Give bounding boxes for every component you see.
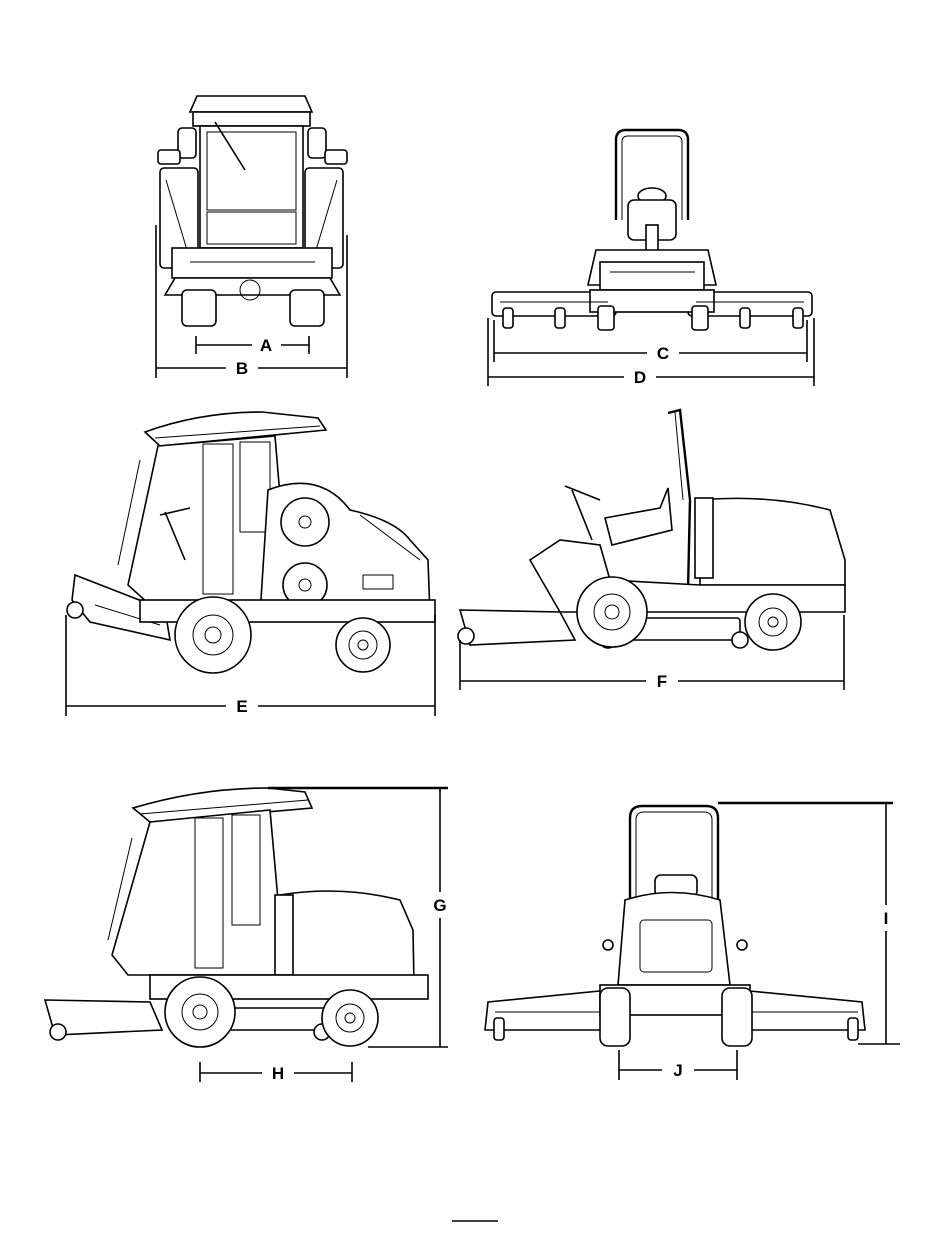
dimension-label-e: E (236, 697, 247, 716)
side-view-rops-machine-f (458, 410, 845, 650)
dimension-c: C (494, 320, 807, 363)
dimension-label-a: A (260, 336, 272, 355)
dimension-label-b: B (236, 359, 248, 378)
dimension-label-h: H (272, 1064, 284, 1083)
dimension-label-j: J (673, 1061, 682, 1080)
dimension-label-c: C (657, 344, 669, 363)
side-view-cab-machine-e (67, 412, 435, 673)
dimension-h: H (200, 1062, 352, 1083)
dimension-label-i: I (884, 909, 889, 928)
side-view-cab-machine-g (45, 788, 428, 1047)
dimension-label-d: D (634, 368, 646, 387)
dimension-j: J (619, 1050, 737, 1080)
dimension-a: A (196, 336, 309, 355)
front-view-rops-machine (492, 130, 812, 330)
dimension-label-g: G (433, 896, 446, 915)
front-view-cab-machine (158, 96, 347, 326)
dimension-label-f: F (657, 672, 667, 691)
rear-view-rops-machine (485, 806, 865, 1046)
